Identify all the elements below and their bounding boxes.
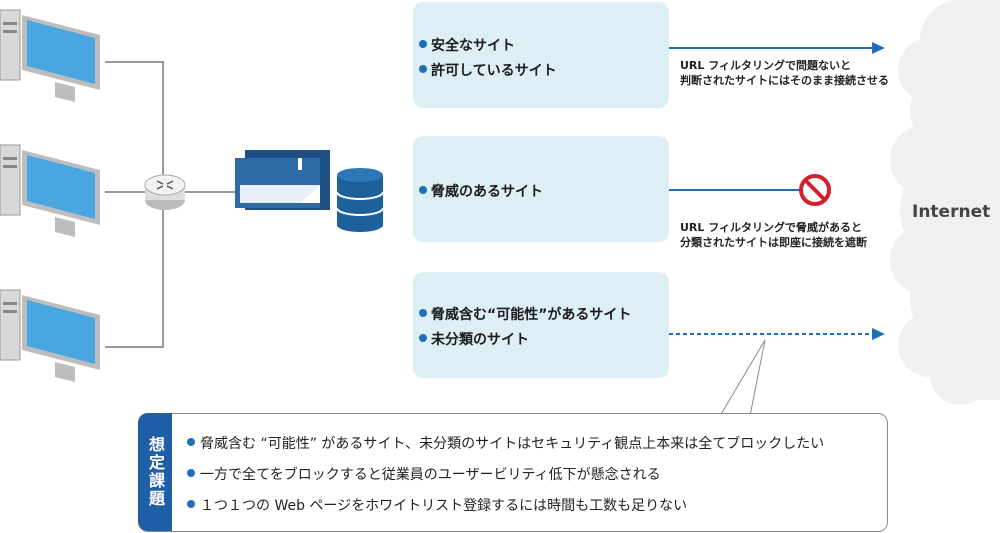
list-item: 未分類のサイト: [419, 329, 529, 349]
threat-sites-box: 脅威のあるサイト: [413, 136, 669, 242]
list-item: 許可しているサイト: [419, 60, 557, 80]
router-icon: [144, 174, 186, 210]
computer-icon: [0, 9, 100, 102]
internet-label: Internet: [912, 202, 991, 222]
issue-item: 脅威含む “可能性” があるサイト、未分類のサイトはセキュリティ観点上本来は全て…: [187, 433, 824, 453]
list-item: 安全なサイト: [419, 35, 515, 55]
uncertain-sites-box: 脅威含む“可能性”があるサイト 未分類のサイト: [413, 272, 669, 378]
issues-tag-label: 想定課題: [146, 436, 165, 508]
arrow-right-icon: [872, 328, 885, 340]
computer-icon: [0, 144, 100, 237]
list-item: 脅威含む“可能性”があるサイト: [419, 304, 631, 324]
arrow-right-icon: [872, 42, 885, 54]
network-wires: [105, 61, 240, 348]
list-item: 脅威のあるサイト: [419, 181, 543, 201]
uncertain-arrow: [669, 328, 885, 340]
callout-pointer: [719, 339, 766, 417]
safe-sites-box: 安全なサイト 許可しているサイト: [413, 2, 669, 108]
cloud-icon: [890, 0, 1000, 405]
block-note: URL フィルタリングで脅威があると 分類されたサイトは即座に接続を遮断: [680, 221, 867, 249]
allow-note: URL フィルタリングで問題ないと 判断されたサイトにはそのまま接続させる: [680, 59, 889, 87]
issue-item: １つ１つの Web ページをホワイトリスト登録するには時間も工数も足りない: [187, 495, 687, 515]
allow-arrow: [669, 42, 885, 54]
issues-box: [138, 413, 888, 532]
computer-icon: [0, 289, 100, 382]
database-icon: [336, 168, 384, 232]
issue-item: 一方で全てをブロックすると従業員のユーザービリティ低下が懸念される: [187, 464, 661, 484]
issues-tag: 想定課題: [138, 413, 172, 531]
firewall-appliance-icon: [235, 150, 330, 210]
no-entry-icon: [799, 174, 831, 206]
